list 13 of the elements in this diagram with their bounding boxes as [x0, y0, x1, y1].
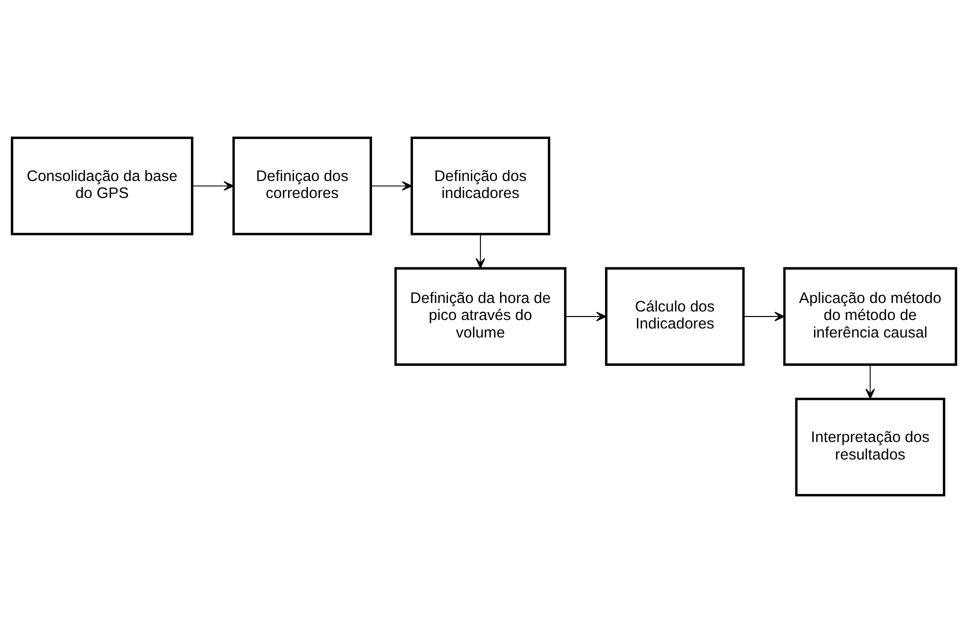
arrow — [370, 180, 412, 190]
node-box: Consolidação da base do GPS — [10, 136, 194, 235]
arrow — [743, 311, 785, 321]
node-box: Cálculo dos Indicadores — [605, 266, 745, 366]
arrow — [476, 233, 486, 268]
arrow — [865, 364, 875, 398]
node-box: Aplicação do método do método de inferência causal — [783, 266, 958, 366]
arrow — [192, 180, 234, 190]
node-box: Definição da hora de pico através do volume — [394, 266, 566, 366]
node-box: Interpretação dos resultados — [795, 397, 946, 496]
node-box: Definição dos indicadores — [410, 136, 550, 235]
arrow — [565, 311, 607, 321]
node-box: Definiçao dos corredores — [232, 136, 372, 235]
